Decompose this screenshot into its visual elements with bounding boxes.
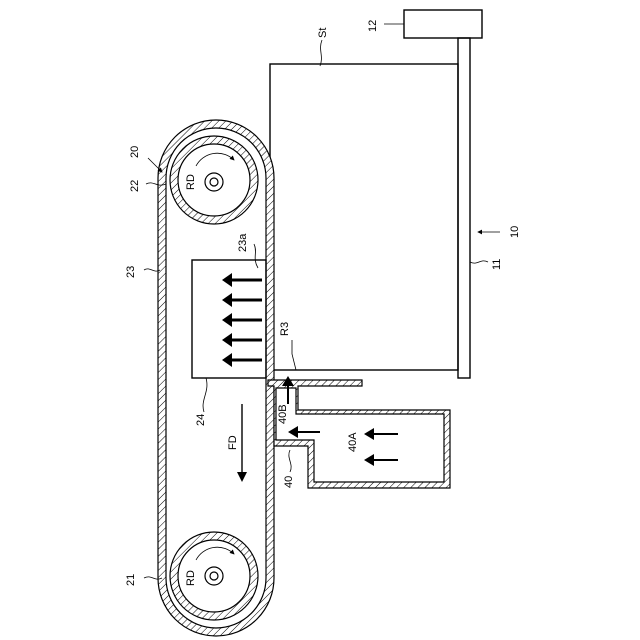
- label-11-leader: [470, 261, 488, 263]
- plate-11: [458, 38, 470, 378]
- label-fd: FD: [227, 435, 239, 450]
- leader-40: [289, 450, 291, 472]
- label-r3: R3: [279, 322, 291, 336]
- roller-21: [170, 532, 258, 620]
- label-20: 20: [129, 146, 141, 158]
- roller-22: [170, 136, 258, 224]
- label-12: 12: [367, 20, 379, 32]
- component-12-box: [404, 10, 482, 38]
- label-11: 11: [491, 259, 503, 270]
- label-40: 40: [283, 476, 295, 488]
- label-21: 21: [125, 574, 137, 586]
- label-40b: 40B: [277, 404, 289, 424]
- sheet-stack-st: [270, 64, 458, 370]
- label-rd-bottom: RD: [185, 570, 197, 586]
- label-23a: 23a: [237, 233, 249, 252]
- label-st: St: [317, 28, 329, 38]
- label-22: 22: [129, 180, 141, 192]
- label-10: 10: [509, 226, 521, 238]
- leader-r3: [292, 340, 296, 370]
- label-23: 23: [125, 266, 137, 278]
- label-40a: 40A: [347, 432, 359, 452]
- label-24: 24: [195, 414, 207, 426]
- st-leader: [320, 40, 322, 66]
- label-rd-top: RD: [185, 174, 197, 190]
